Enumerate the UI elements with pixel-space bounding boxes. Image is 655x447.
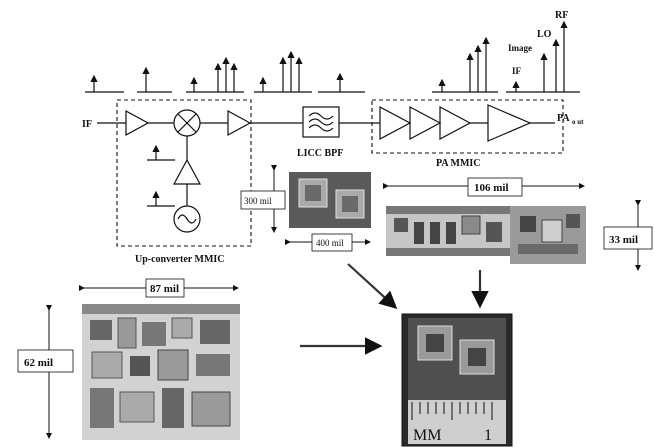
pa-out-label: PA: [557, 113, 570, 124]
ruler-mm-label: MM: [413, 427, 441, 444]
if-input-label: IF: [82, 119, 92, 130]
upconverter-label: Up-converter MMIC: [135, 254, 225, 265]
bpf-height-label: 300 mil: [244, 196, 272, 206]
up-height-label: 62 mil: [24, 357, 53, 369]
pa-boundary: [372, 100, 563, 153]
upconverter-boundary: [117, 100, 251, 246]
spectrum-label-if: IF: [512, 66, 522, 76]
amplifier-icon: [410, 107, 440, 139]
spectrum-sketches: [85, 22, 580, 92]
amplifier-icon: [174, 160, 200, 184]
arrow-icon: [348, 264, 394, 306]
pa-out-subscript: o ut: [572, 118, 584, 126]
pa-height-label: 33 mil: [609, 234, 638, 246]
amplifier-icon: [228, 111, 250, 135]
bpf-chip-photo: [289, 172, 371, 228]
up-width-label: 87 mil: [150, 283, 179, 295]
amplifier-icon: [488, 105, 530, 141]
spectrum-label-rf: RF: [555, 10, 568, 21]
spectrum-label-lo: LO: [537, 29, 552, 40]
upconverter-chip-photo: [82, 304, 240, 440]
amplifier-icon: [126, 111, 148, 135]
pa-mmic-label: PA MMIC: [436, 158, 481, 169]
pa-chip-photo: [386, 206, 586, 264]
amplifier-icon: [440, 107, 470, 139]
spectrum-label-image: Image: [508, 43, 532, 53]
ruler-one-label: 1: [484, 427, 492, 444]
bpf-width-label: 400 mil: [316, 238, 344, 248]
pa-width-label: 106 mil: [474, 182, 509, 194]
amplifier-icon: [380, 107, 410, 139]
bpf-label: LICC BPF: [297, 148, 343, 159]
